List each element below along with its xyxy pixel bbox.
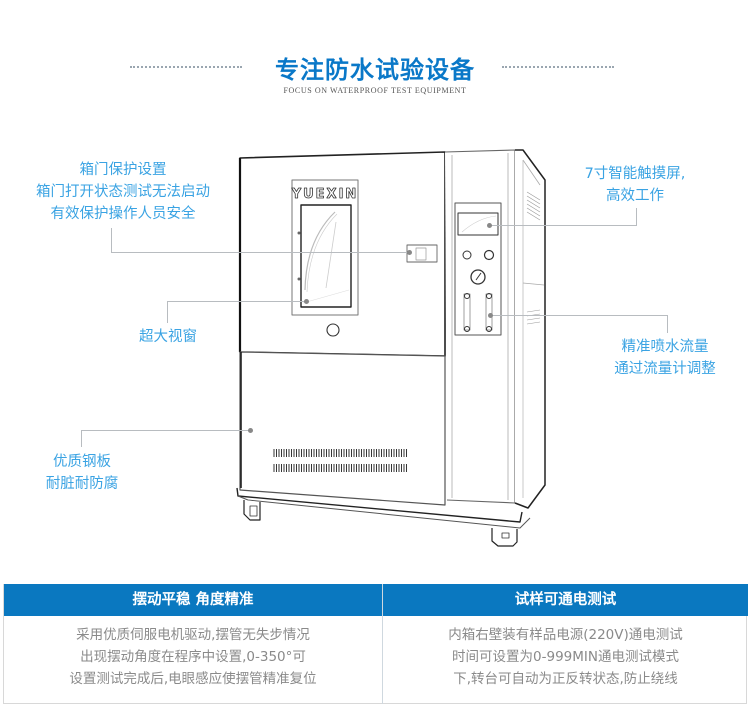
annotation-line: 优质钢板 — [53, 454, 111, 470]
leader-line — [81, 430, 82, 447]
leader-line — [490, 315, 668, 316]
section-header: 专注防水试验设备 FOCUS ON WATERPROOF TEST EQUIPM… — [0, 44, 750, 100]
leader-line — [81, 430, 251, 431]
annotation-touchscreen: 7寸智能触摸屏, 高效工作 — [560, 163, 710, 207]
callout-dot — [248, 428, 253, 433]
feature-desc-line: 出现摆动角度在程序中设置,0-350°可 — [80, 649, 306, 665]
decorative-dotted-line-left — [130, 66, 242, 68]
annotation-line: 通过流量计调整 — [614, 361, 716, 377]
callout-dot — [487, 223, 492, 228]
annotation-flow-control: 精准喷水流量 通过流量计调整 — [595, 336, 735, 380]
annotation-line: 箱门打开状态测试无法启动 — [36, 184, 210, 200]
page-subtitle: FOCUS ON WATERPROOF TEST EQUIPMENT — [283, 86, 467, 95]
annotation-line: 耐脏耐防腐 — [45, 476, 119, 492]
page-title: 专注防水试验设备 — [275, 56, 475, 84]
feature-desc-line: 采用优质伺服电机驱动,摆管无失步情况 — [76, 627, 310, 643]
decorative-dotted-line-right — [502, 66, 614, 68]
brand-label: YUEXIN — [291, 187, 359, 202]
feature-table: 摆动平稳 角度精准 试样可通电测试 采用优质伺服电机驱动,摆管无失步情况 出现摆… — [3, 584, 748, 704]
callout-dot — [488, 313, 493, 318]
leader-line — [489, 225, 637, 226]
feature-desc-power-test: 内箱右壁装有样品电源(220V)通电测试 时间可设置为0-999MIN通电测试模… — [383, 624, 748, 690]
feature-title-swing: 摆动平稳 角度精准 — [4, 584, 382, 616]
annotation-line: 超大视窗 — [139, 329, 197, 345]
annotation-steel-plate: 优质钢板 耐脏耐防腐 — [30, 451, 134, 495]
annotation-line: 高效工作 — [606, 188, 664, 204]
annotation-line: 7寸智能触摸屏, — [584, 166, 686, 182]
annotation-line: 有效保护操作人员安全 — [50, 206, 196, 222]
feature-desc-line: 设置测试完成后,电眼感应使摆管精准复位 — [69, 671, 317, 687]
annotation-door-protection: 箱门保护设置 箱门打开状态测试无法启动 有效保护操作人员安全 — [8, 159, 238, 225]
leader-line — [636, 208, 637, 226]
feature-desc-swing: 采用优质伺服电机驱动,摆管无失步情况 出现摆动角度在程序中设置,0-350°可 … — [4, 624, 382, 690]
column-divider — [382, 584, 383, 704]
leader-line — [111, 252, 410, 253]
annotation-large-window: 超大视窗 — [118, 326, 218, 348]
leader-line — [111, 228, 112, 252]
annotation-line: 精准喷水流量 — [621, 339, 709, 355]
callout-dot — [304, 299, 309, 304]
callout-dot — [407, 250, 412, 255]
feature-title-power-test: 试样可通电测试 — [383, 584, 748, 616]
feature-desc-line: 时间可设置为0-999MIN通电测试模式 — [452, 649, 679, 665]
annotation-line: 箱门保护设置 — [79, 162, 167, 178]
feature-desc-line: 内箱右壁装有样品电源(220V)通电测试 — [448, 627, 683, 643]
feature-desc-line: 下,转台可自动为正反转状态,防止绕线 — [453, 671, 678, 687]
leader-line — [167, 301, 307, 302]
leader-line — [167, 301, 168, 323]
leader-line — [667, 315, 668, 333]
